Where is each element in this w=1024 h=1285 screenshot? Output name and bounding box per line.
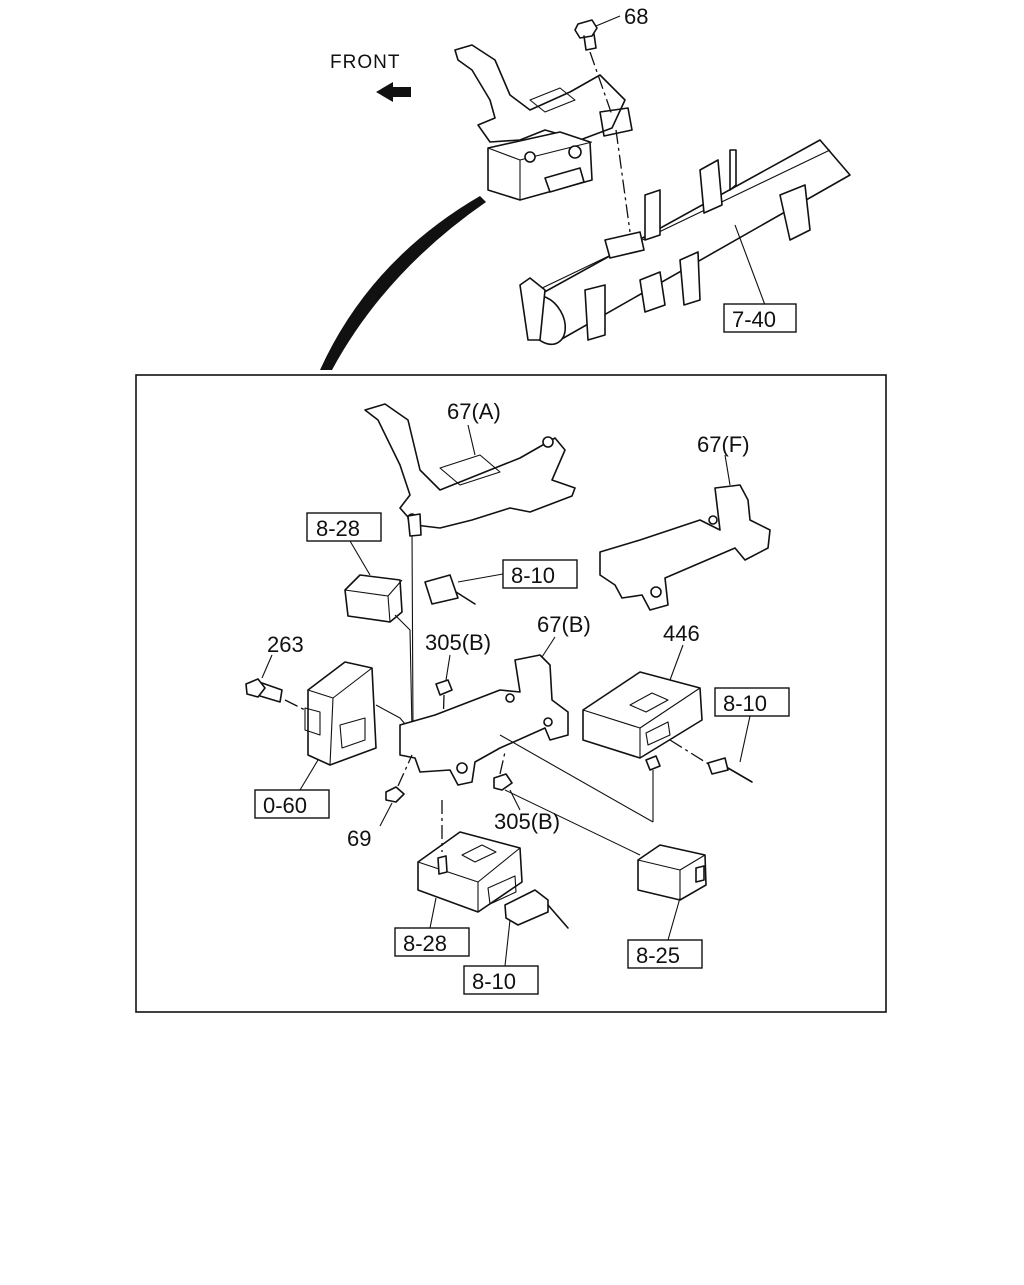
ref-box-7-40 [723,303,797,333]
bolt-68: 68 [574,4,648,116]
ref-box-8-25 [627,939,703,969]
callout-67f: 67(F) [697,432,750,457]
bracket-67a: 67(A) [364,399,576,529]
module-446: 446 [499,621,711,823]
front-indicator: FRONT [330,52,411,102]
connector-right [707,715,753,783]
callout-69: 69 [347,826,371,851]
overview-bracket-assembly [454,44,633,201]
connector-upper [407,513,504,731]
control-unit-lower [417,800,523,929]
callout-7-40: 7-40 [732,307,776,332]
connector-lower [504,889,569,967]
callout-8-10-right: 8-10 [723,691,767,716]
ref-box-8-28-upper [306,512,382,542]
bracket-67b: 67(B) [399,612,591,786]
relay-upper [344,540,413,731]
callout-67b: 67(B) [537,612,591,637]
ref-box-8-10-upper [502,559,578,589]
callout-8-28-upper: 8-28 [316,516,360,541]
callout-67a: 67(A) [447,399,501,424]
unit-0-60 [299,661,411,791]
ref-box-0-60 [254,789,330,819]
ref-box-8-10-lower [463,965,539,995]
nut-305b-upper: 305(B) [425,630,491,761]
callout-0-60: 0-60 [263,793,307,818]
ref-box-8-10-right [714,687,790,717]
detail-swoosh [320,196,486,370]
callout-68: 68 [624,4,648,29]
callout-8-10-lower: 8-10 [472,969,516,994]
front-label: FRONT [330,52,400,73]
nut-305b-lower: 305(B) [493,751,641,856]
callout-305b-lower: 305(B) [494,809,560,834]
callout-263: 263 [267,632,304,657]
callout-8-10-upper: 8-10 [511,563,555,588]
bracket-67f: 67(F) [599,432,771,611]
callout-8-28-lower: 8-28 [403,931,447,956]
callout-305b-upper: 305(B) [425,630,491,655]
callout-446: 446 [663,621,700,646]
nut-69: 69 [347,754,413,851]
bolt-263: 263 [245,632,306,711]
detail-frame [135,374,887,1013]
ref-box-8-28-lower [394,927,470,957]
relay-8-25 [637,844,707,941]
front-arrow-icon [376,82,411,102]
callout-8-25: 8-25 [636,943,680,968]
crossmember-beam [519,129,851,346]
